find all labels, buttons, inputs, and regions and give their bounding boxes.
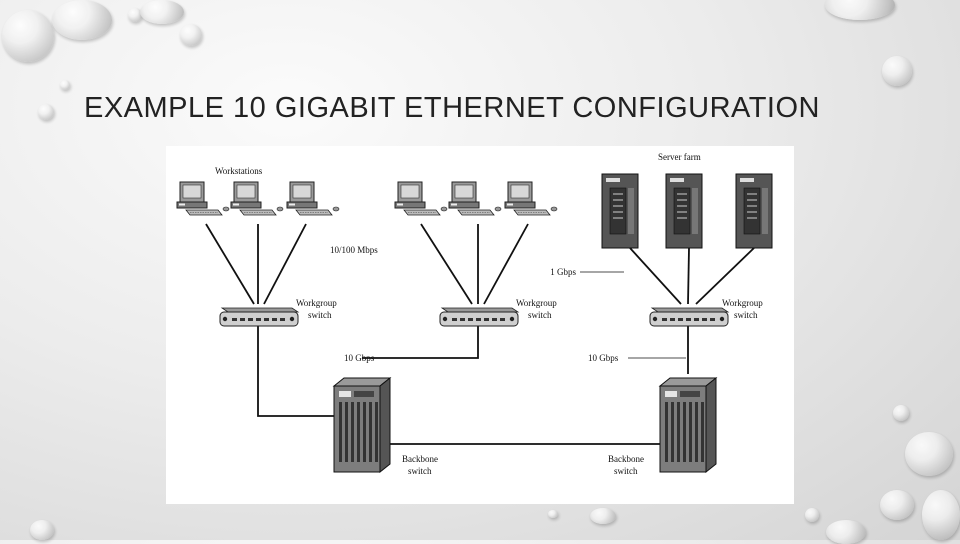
workgroup-switch-label: switch (528, 310, 552, 320)
network-diagram: Workstations Server farm 10/100 Mbps 1 G… (166, 146, 794, 504)
workstation-icon (394, 181, 448, 216)
decorative-drop (128, 8, 142, 22)
backbone-switch-label: switch (614, 466, 638, 476)
decorative-drop (180, 24, 202, 46)
speed-label-10g-left: 10 Gbps (344, 353, 375, 363)
workstation-icon (230, 181, 284, 216)
decorative-drop (548, 510, 558, 518)
workgroup-switch-label: Workgroup (722, 298, 763, 308)
decorative-drop (805, 508, 819, 522)
decorative-drop (826, 520, 866, 544)
workstation-icon (176, 181, 230, 216)
decorative-drop (2, 10, 54, 62)
decorative-drop (893, 405, 909, 421)
slide-title: EXAMPLE 10 GIGABIT ETHERNET CONFIGURATIO… (84, 92, 820, 124)
backbone-switch-icon (659, 377, 717, 473)
decorative-drop (825, 0, 895, 20)
workgroup-switch-icon (439, 307, 519, 327)
server-icon (665, 173, 703, 249)
speed-label-10-100: 10/100 Mbps (330, 245, 378, 255)
decorative-drop (30, 520, 54, 540)
workstation-icon (448, 181, 502, 216)
workgroup-switch-icon (219, 307, 299, 327)
decorative-drop (590, 508, 616, 524)
decorative-drop (880, 490, 914, 520)
backbone-switch-icon (333, 377, 391, 473)
workstation-icon (286, 181, 340, 216)
speed-label-1g: 1 Gbps (550, 267, 576, 277)
decorative-drop (140, 0, 184, 24)
workstation-icon (504, 181, 558, 216)
workgroup-switch-label: Workgroup (296, 298, 337, 308)
workgroup-switch-label: Workgroup (516, 298, 557, 308)
server-farm-label: Server farm (658, 152, 701, 162)
backbone-switch-label: Backbone (608, 454, 644, 464)
workstations-label: Workstations (215, 166, 263, 176)
workgroup-switch-icon (649, 307, 729, 327)
backbone-switch-label: switch (408, 466, 432, 476)
workgroup-switch-label: switch (734, 310, 758, 320)
decorative-drop (882, 56, 912, 86)
workgroup-switch-label: switch (308, 310, 332, 320)
decorative-drop (52, 0, 112, 40)
decorative-drop (922, 490, 960, 540)
backbone-switch-label: Backbone (402, 454, 438, 464)
server-icon (735, 173, 773, 249)
decorative-drop (905, 432, 953, 476)
decorative-drop (60, 80, 70, 90)
server-icon (601, 173, 639, 249)
decorative-drop (38, 104, 54, 120)
speed-label-10g-right: 10 Gbps (588, 353, 619, 363)
